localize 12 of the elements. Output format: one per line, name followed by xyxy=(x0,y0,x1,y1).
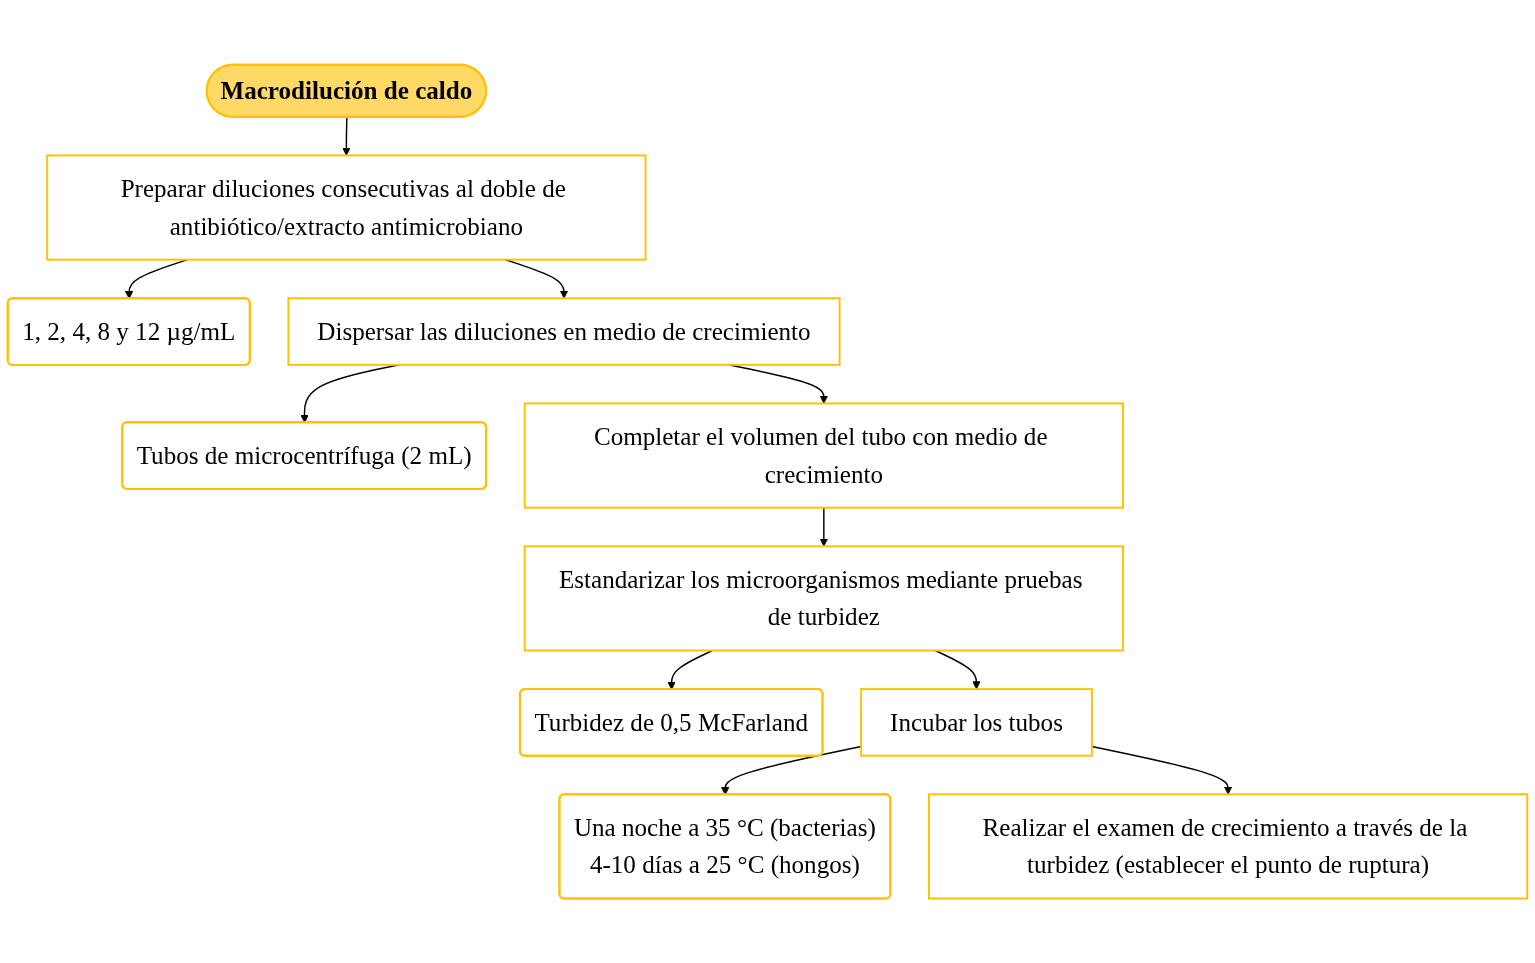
node-box: Dispersar las diluciones en medio de crecimiento xyxy=(287,297,841,366)
arrow xyxy=(720,745,862,796)
node-box: Preparar diluciones consecutivas al doble de antibiótico/extracto antimicrobiano xyxy=(46,154,647,261)
node-box: Realizar el examen de crecimiento a través de la turbidez (establecer el punto de ruptura) xyxy=(927,793,1529,900)
node-box: Incubar los tubos xyxy=(860,688,1093,757)
node-box: Completar el volumen del tubo con medio de crecimiento xyxy=(523,402,1124,509)
arrow xyxy=(1091,745,1233,795)
node-box: Estandarizar los microorganismos mediante pruebas de turbidez xyxy=(523,545,1124,652)
arrow xyxy=(667,649,714,690)
arrow xyxy=(934,649,981,690)
arrow xyxy=(819,506,829,547)
arrow xyxy=(342,116,351,156)
